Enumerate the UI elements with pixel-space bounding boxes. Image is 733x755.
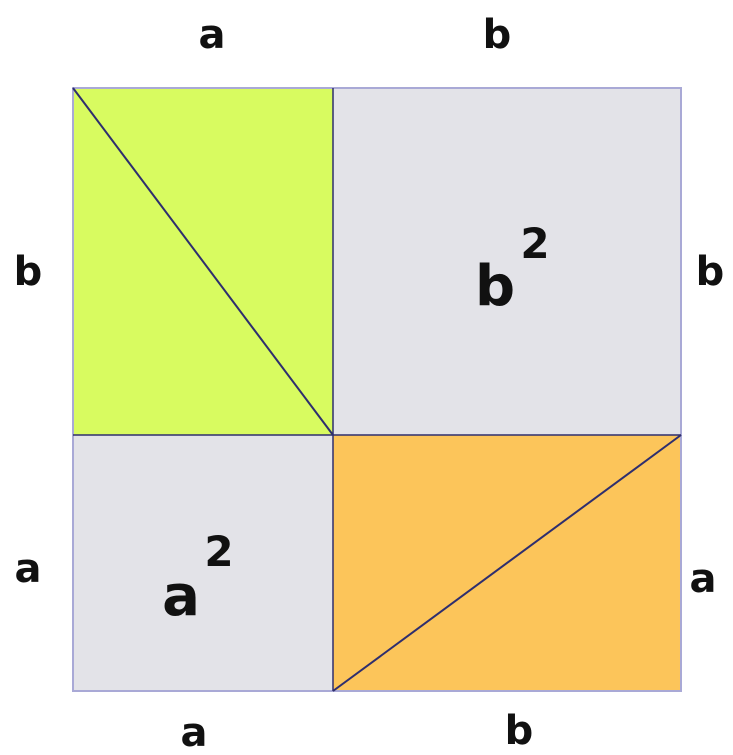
a-squared-region	[73, 435, 333, 691]
b-squared-region	[333, 88, 681, 435]
outer-square-border	[72, 87, 682, 692]
a-squared-base: a	[162, 564, 200, 629]
b-squared-base: b	[475, 254, 515, 319]
b-squared-exponent: 2	[520, 219, 549, 268]
a-squared-exponent: 2	[204, 527, 233, 576]
green-diagonal	[72, 87, 334, 436]
label-left-lower: a	[15, 546, 42, 592]
label-top-left: a	[199, 12, 226, 58]
label-right-lower: a	[690, 556, 717, 602]
label-right-upper: b	[696, 249, 725, 295]
label-top-right: b	[483, 12, 512, 58]
orange-diagonal	[332, 434, 682, 692]
label-left-upper: b	[14, 249, 43, 295]
label-bottom-right: b	[505, 708, 534, 754]
label-bottom-left: a	[181, 710, 208, 755]
